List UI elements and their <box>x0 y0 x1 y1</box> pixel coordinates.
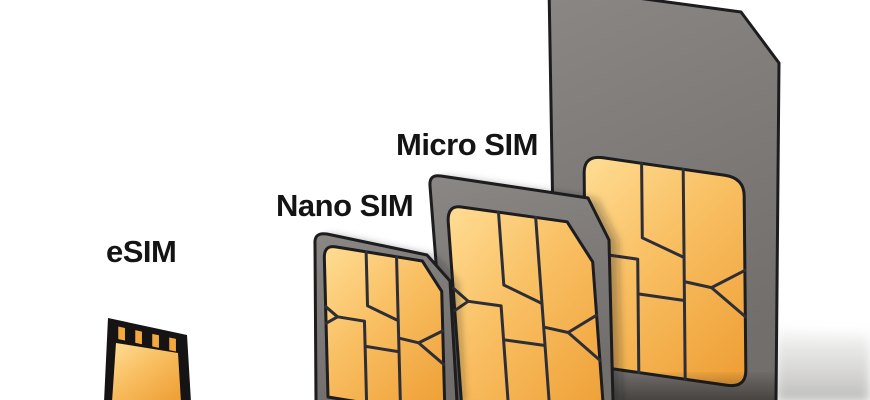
micro-sim-card <box>430 176 613 400</box>
esim-pin <box>135 330 142 345</box>
nano-sim-contact-pad <box>324 245 445 400</box>
floor-shadow <box>776 328 870 400</box>
nano-sim-label: Nano SIM <box>276 188 414 223</box>
esim-pin <box>118 326 125 341</box>
esim-label: eSIM <box>106 234 177 269</box>
esim-pin <box>169 337 176 352</box>
esim-chip-pins <box>118 326 176 352</box>
nano-sim-card <box>315 234 457 400</box>
esim-chip-contact <box>112 343 181 400</box>
esim-pin <box>152 333 159 348</box>
micro-sim-label: Micro SIM <box>396 127 538 162</box>
esim-chip <box>104 318 191 400</box>
